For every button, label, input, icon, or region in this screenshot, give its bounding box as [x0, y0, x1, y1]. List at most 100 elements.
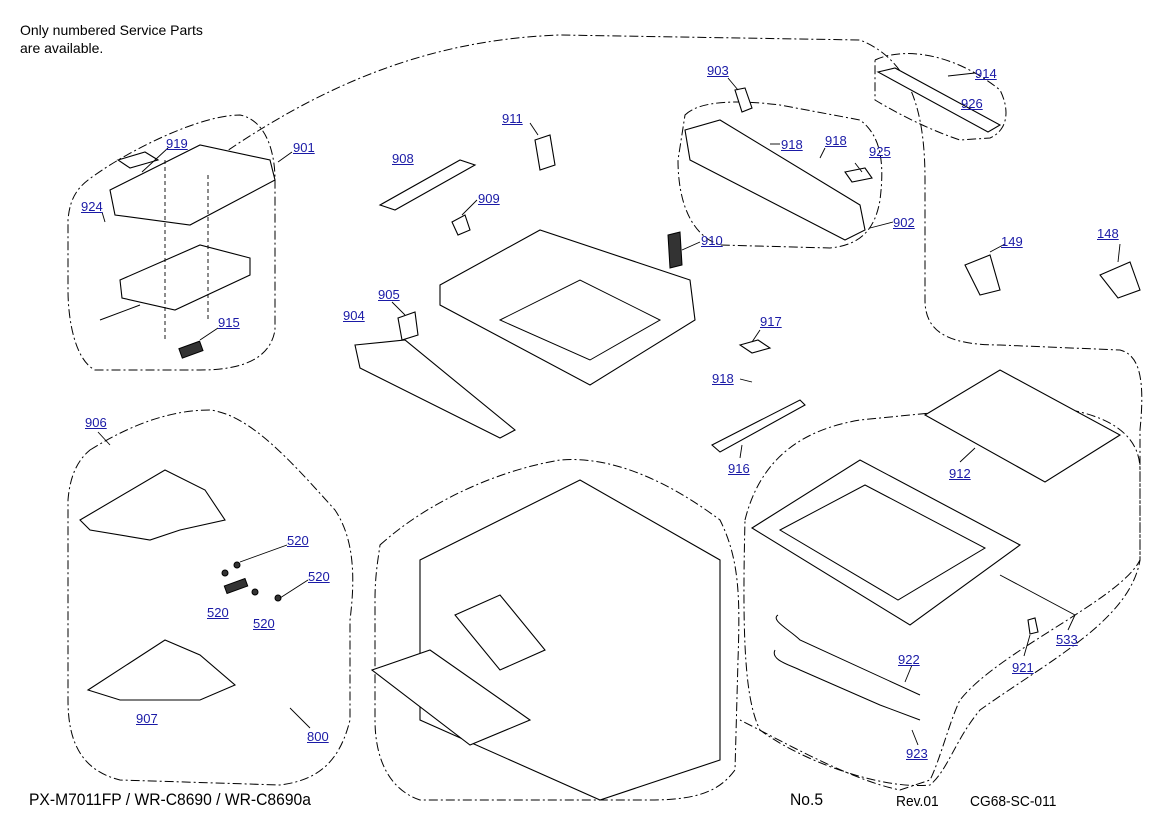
part-914-shape	[876, 67, 1002, 133]
printer-body-shape	[419, 479, 721, 801]
scanner-group-boundary	[743, 404, 1141, 787]
model-name: PX-M7011FP / WR-C8690 / WR-C8690a	[29, 790, 311, 809]
part-909-shape	[451, 214, 471, 236]
leader-line	[854, 162, 863, 173]
leader-line	[739, 378, 753, 383]
part-label-917[interactable]: 917	[760, 314, 782, 329]
leader-line	[391, 301, 406, 316]
part-907-shape	[86, 639, 237, 701]
leader-line	[751, 329, 761, 343]
part-label-800[interactable]: 800	[307, 729, 329, 744]
leader-line	[199, 327, 219, 341]
part-923-shape	[773, 649, 921, 721]
leader-line	[461, 199, 478, 216]
part-520-shape	[251, 588, 259, 596]
part-label-903[interactable]: 903	[707, 63, 729, 78]
leader-line	[97, 431, 111, 446]
part-925-shape	[844, 167, 873, 183]
part-label-520[interactable]: 520	[207, 605, 229, 620]
left-top-group-boundary	[67, 114, 276, 371]
part-label-520[interactable]: 520	[287, 533, 309, 548]
leader-line	[947, 72, 976, 77]
note-line-1: Only numbered Service Parts	[20, 22, 203, 38]
part-label-924[interactable]: 924	[81, 199, 103, 214]
part-label-918[interactable]: 918	[825, 133, 847, 148]
printer-body-group-boundary	[374, 459, 740, 801]
part-904-shape	[354, 339, 516, 439]
adf-tray-body	[439, 229, 696, 386]
leader-line	[681, 241, 701, 251]
part-label-906[interactable]: 906	[85, 415, 107, 430]
part-label-148[interactable]: 148	[1097, 226, 1119, 241]
part-label-520[interactable]: 520	[253, 616, 275, 631]
part-label-922[interactable]: 922	[898, 652, 920, 667]
part-922-shape	[775, 614, 921, 696]
page-number: No.5	[790, 790, 824, 809]
part-label-916[interactable]: 916	[728, 461, 750, 476]
part-label-911[interactable]: 911	[502, 111, 523, 126]
part-label-905[interactable]: 905	[378, 287, 400, 302]
part-905-shape	[397, 311, 419, 341]
leader-line	[999, 574, 1076, 616]
part-921-shape	[1027, 617, 1039, 635]
part-label-904[interactable]: 904	[343, 308, 365, 323]
scanner-glass	[778, 484, 987, 601]
part-label-520[interactable]: 520	[308, 569, 330, 584]
part-label-901[interactable]: 901	[293, 140, 315, 155]
part-label-902[interactable]: 902	[893, 215, 915, 230]
leader-line	[739, 444, 743, 459]
leader-line	[239, 544, 288, 563]
part-901-shape	[109, 144, 276, 226]
part-label-926[interactable]: 926	[961, 96, 983, 111]
part-label-909[interactable]: 909	[478, 191, 500, 206]
part-label-919[interactable]: 919	[166, 136, 188, 151]
part-label-910[interactable]: 910	[701, 233, 723, 248]
left-bottom-group-boundary	[67, 409, 354, 786]
leader-line	[819, 147, 826, 159]
leader-line	[277, 151, 293, 163]
part-520-shape	[221, 569, 229, 577]
part-tray-frame	[119, 244, 251, 311]
leader-line	[1067, 614, 1076, 631]
part-label-912[interactable]: 912	[949, 466, 971, 481]
printer-output-tray	[370, 649, 532, 746]
part-902-shape	[684, 119, 866, 241]
part-label-149[interactable]: 149	[1001, 234, 1023, 249]
outer-group-boundary	[159, 34, 1143, 791]
part-903-shape	[734, 87, 753, 113]
part-label-908[interactable]: 908	[392, 151, 414, 166]
leader-line	[529, 122, 539, 136]
part-917-shape	[738, 339, 772, 354]
part-label-925[interactable]: 925	[869, 144, 891, 159]
leader-line	[727, 77, 739, 91]
leader-line	[279, 579, 309, 599]
printer-panel	[454, 594, 546, 671]
part-label-915[interactable]: 915	[218, 315, 240, 330]
part-916-shape	[711, 399, 806, 453]
part-label-907[interactable]: 907	[136, 711, 158, 726]
revision: Rev.01	[896, 793, 939, 810]
leader-line	[289, 707, 311, 729]
part-label-533[interactable]: 533	[1056, 632, 1078, 647]
part-label-923[interactable]: 923	[906, 746, 928, 761]
leader-line	[989, 243, 1006, 253]
leader-line	[959, 447, 976, 463]
part-911-shape	[534, 134, 556, 171]
adf-tray-paper-area	[498, 279, 662, 361]
part-label-921[interactable]: 921	[1012, 660, 1034, 675]
part-149-shape	[964, 254, 1001, 296]
leader-line	[101, 211, 106, 223]
document-code: CG68-SC-011	[970, 793, 1057, 810]
part-148-shape	[1099, 261, 1141, 299]
part-label-914[interactable]: 914	[975, 66, 997, 81]
part-906-shape	[79, 469, 226, 541]
leader-line	[869, 221, 894, 229]
part-label-918[interactable]: 918	[712, 371, 734, 386]
part-912-shape	[923, 369, 1122, 483]
leader-line	[141, 147, 169, 173]
leader-line	[1117, 243, 1121, 263]
part-910-shape	[667, 231, 683, 269]
part-919-label-sheet	[116, 151, 160, 169]
leader-line	[1023, 634, 1031, 657]
part-label-918[interactable]: 918	[781, 137, 803, 152]
